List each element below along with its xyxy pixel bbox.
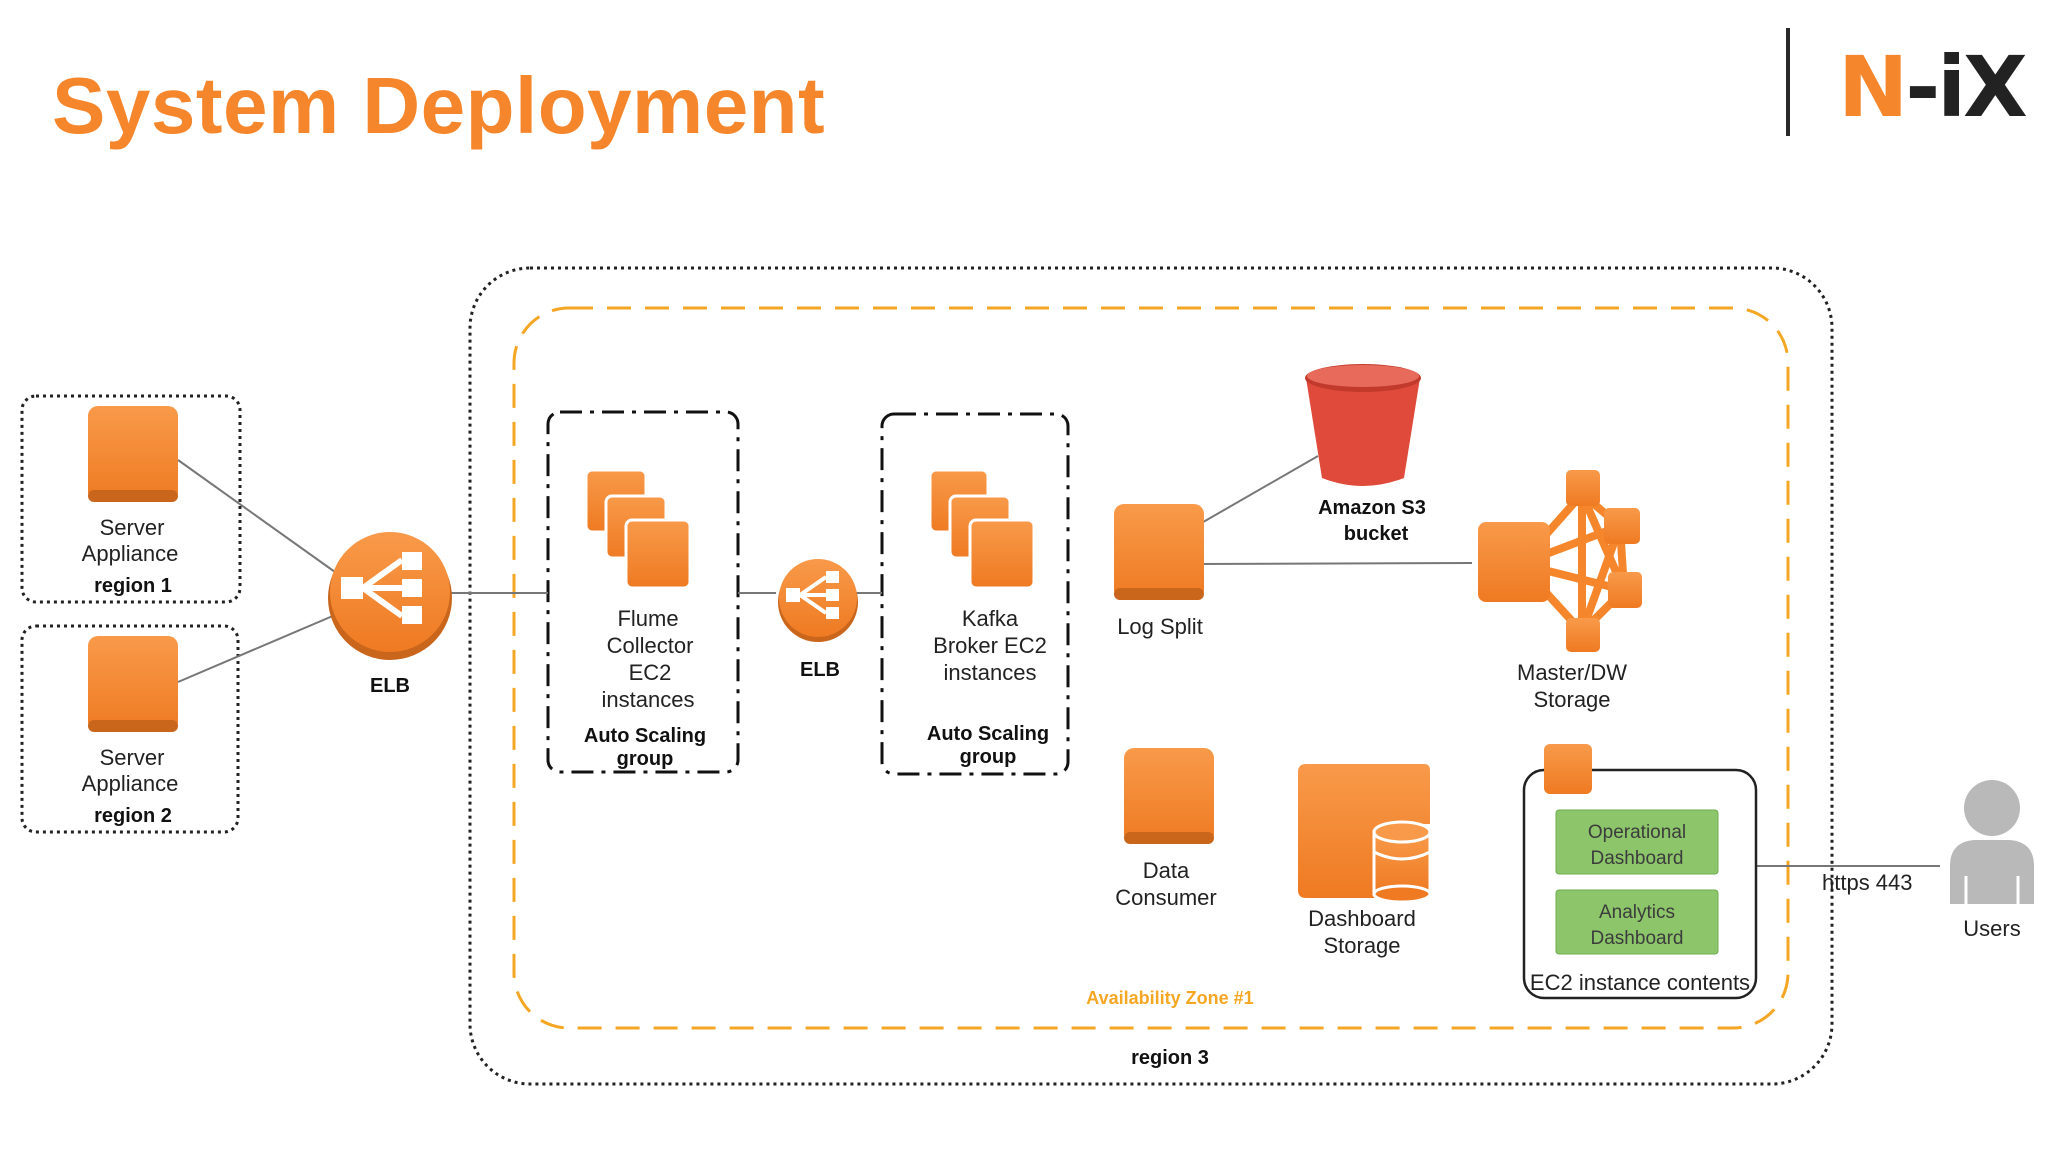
elb-main-icon bbox=[328, 532, 452, 660]
users-icon bbox=[1950, 780, 2034, 904]
flume-group-line2: group bbox=[617, 748, 674, 770]
analytics-dashboard-box bbox=[1555, 889, 1719, 955]
operational-dashboard-box bbox=[1555, 809, 1719, 875]
https-label: https 443 bbox=[1822, 870, 1913, 895]
s3-label-line2: bucket bbox=[1344, 523, 1409, 545]
kafka-label-line2: Broker EC2 bbox=[933, 633, 1047, 658]
s3-bucket-icon bbox=[1305, 364, 1421, 486]
server-appliance-1-icon bbox=[88, 406, 178, 502]
server-2-region: region 2 bbox=[94, 805, 172, 827]
master-dw-storage-icon bbox=[1478, 470, 1642, 652]
server-1-label-line1: Server bbox=[100, 515, 165, 540]
logo-divider bbox=[1786, 28, 1790, 136]
data-consumer-line1: Data bbox=[1143, 858, 1190, 883]
server-appliance-2-shadow bbox=[88, 720, 178, 732]
data-consumer-icon bbox=[1124, 748, 1214, 844]
flume-label-line1: Flume bbox=[617, 606, 678, 631]
kafka-label-line3: instances bbox=[944, 660, 1037, 685]
elb-inner-icon bbox=[778, 559, 858, 642]
kafka-group-line2: group bbox=[960, 746, 1017, 768]
server-2-label-line2: Appliance bbox=[82, 771, 179, 796]
kafka-instances-icon bbox=[928, 468, 1036, 590]
kafka-label-line1: Kafka bbox=[962, 606, 1019, 631]
flume-autoscaling-box bbox=[546, 410, 740, 774]
flume-label-line2: Collector bbox=[607, 633, 694, 658]
region-1-box bbox=[20, 394, 242, 604]
log-split-icon bbox=[1114, 504, 1204, 600]
dashboard-storage-line1: Dashboard bbox=[1308, 906, 1416, 931]
master-label-line2: Storage bbox=[1533, 687, 1610, 712]
elb-main-label: ELB bbox=[370, 675, 410, 697]
ec2-contents-label: EC2 instance contents bbox=[1530, 970, 1750, 995]
flume-instances-icon bbox=[584, 468, 692, 590]
elb-inner-label: ELB bbox=[800, 659, 840, 681]
dashboard-storage-line2: Storage bbox=[1323, 933, 1400, 958]
data-consumer-shadow bbox=[1124, 832, 1214, 844]
logo-n: N bbox=[1838, 38, 1908, 136]
flume-group-line1: Auto Scaling bbox=[584, 725, 706, 747]
master-label-line1: Master/DW bbox=[1517, 660, 1627, 685]
server-appliance-2-icon bbox=[88, 636, 178, 732]
server-appliance-1-shadow bbox=[88, 490, 178, 502]
logo-dash: - bbox=[1905, 38, 1940, 136]
log-split-shadow bbox=[1114, 588, 1204, 600]
n-ix-logo: N-iX bbox=[1838, 38, 2028, 136]
analytics-dashboard-line2: Dashboard bbox=[1591, 928, 1684, 949]
server-1-label-line2: Appliance bbox=[82, 541, 179, 566]
region-2-box bbox=[20, 624, 240, 834]
flume-label-line4: instances bbox=[602, 687, 695, 712]
analytics-dashboard-line1: Analytics bbox=[1599, 902, 1675, 923]
server-1-region: region 1 bbox=[94, 575, 172, 597]
data-consumer-line2: Consumer bbox=[1115, 885, 1216, 910]
availability-zone-label: Availability Zone #1 bbox=[1086, 988, 1253, 1008]
server-2-label-line1: Server bbox=[100, 745, 165, 770]
s3-label-line1: Amazon S3 bbox=[1318, 497, 1426, 519]
availability-zone-box bbox=[512, 306, 1790, 1030]
page-title: System Deployment bbox=[52, 61, 826, 150]
ec2-contents-box bbox=[1522, 768, 1758, 1000]
log-split-label: Log Split bbox=[1117, 614, 1203, 639]
region-3-label: region 3 bbox=[1131, 1047, 1209, 1069]
kafka-group-line1: Auto Scaling bbox=[927, 723, 1049, 745]
dashboard-storage-icon bbox=[1298, 764, 1432, 904]
flume-label-line3: EC2 bbox=[629, 660, 672, 685]
operational-dashboard-line2: Dashboard bbox=[1591, 848, 1684, 869]
users-label: Users bbox=[1963, 916, 2020, 941]
logo-ix: iX bbox=[1937, 38, 2028, 136]
operational-dashboard-line1: Operational bbox=[1588, 822, 1686, 843]
region-3-box bbox=[468, 266, 1834, 1086]
kafka-autoscaling-box bbox=[880, 412, 1070, 776]
connector-lines bbox=[177, 455, 1940, 867]
ec2-contents-instance-icon bbox=[1544, 744, 1592, 794]
